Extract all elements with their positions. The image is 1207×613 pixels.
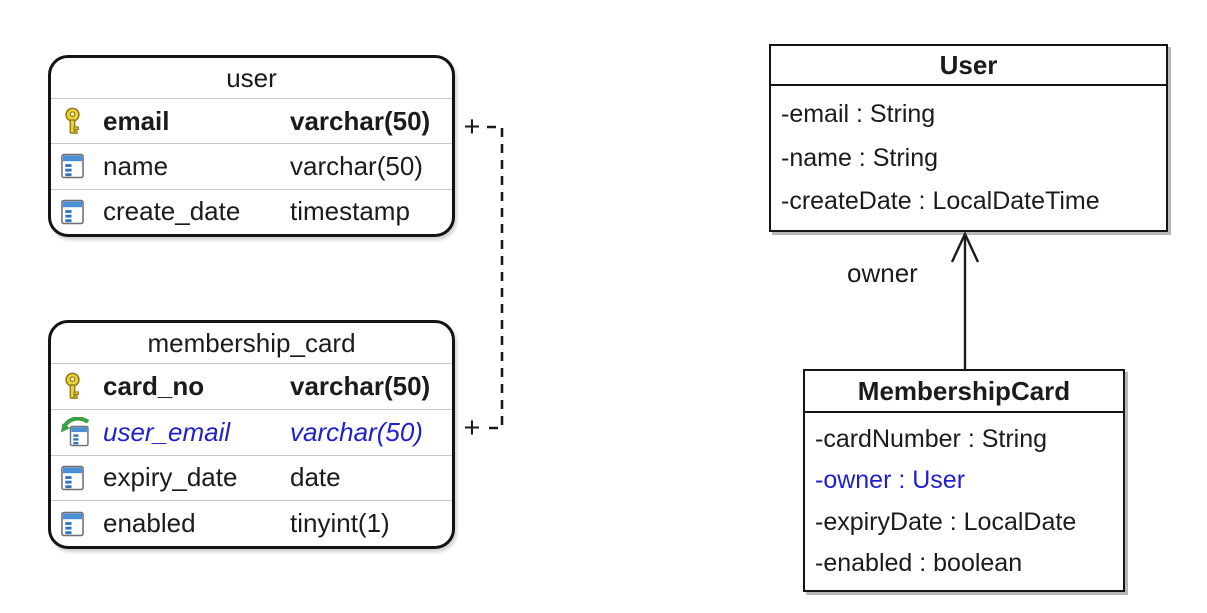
cardinality-marker-top: + — [463, 111, 481, 143]
column-name: enabled — [103, 508, 196, 539]
class-attribute: -enabled : boolean — [815, 548, 1023, 577]
db-table-rows: email varchar(50) name varchar(50) create_da… — [51, 99, 452, 234]
column-name: user_email — [103, 416, 231, 447]
cardinality-marker-bottom: + — [463, 412, 481, 444]
column-type: tinyint(1) — [290, 508, 390, 539]
class-attribute: -name : String — [781, 143, 939, 172]
column-name: expiry_date — [103, 462, 238, 493]
uml-class-title: User — [771, 46, 1166, 86]
uml-class-user[interactable]: User -email : String -name : String -creat… — [769, 44, 1168, 232]
column-icon — [61, 199, 103, 225]
table-column-row: create_date timestamp — [51, 190, 452, 234]
column-icon — [61, 511, 103, 537]
class-attribute: -cardNumber : String — [815, 425, 1048, 454]
uml-class-membership-card[interactable]: MembershipCard -cardNumber : String -owne… — [803, 369, 1125, 592]
primary-key-icon — [61, 107, 103, 136]
db-table-title: user — [51, 58, 452, 99]
table-column-row: email varchar(50) — [51, 99, 452, 145]
primary-key-icon — [61, 372, 103, 401]
column-name: card_no — [103, 370, 205, 401]
uml-class-attributes: -cardNumber : String -owner : User -expiry… — [805, 413, 1123, 590]
class-attribute: -email : String — [781, 100, 936, 129]
table-column-row: expiry_date date — [51, 456, 452, 502]
association-label: owner — [847, 258, 918, 288]
column-name: create_date — [103, 196, 241, 227]
class-attribute: -expiryDate : LocalDate — [815, 507, 1077, 536]
column-icon — [61, 465, 103, 491]
db-table-user[interactable]: user email varchar(50) name varchar(50) crea… — [48, 55, 455, 237]
uml-class-title: MembershipCard — [805, 371, 1123, 413]
column-type: varchar(50) — [290, 416, 423, 447]
column-type: timestamp — [290, 196, 410, 227]
class-attribute: -createDate : LocalDateTime — [781, 186, 1100, 215]
uml-class-attributes: -email : String -name : String -createDate… — [771, 86, 1166, 230]
table-column-row: card_no varchar(50) — [51, 364, 452, 410]
column-type: varchar(50) — [290, 150, 423, 181]
column-name: name — [103, 150, 169, 181]
column-type: varchar(50) — [290, 105, 431, 136]
column-icon — [61, 153, 103, 179]
column-type: date — [290, 462, 341, 493]
db-table-rows: card_no varchar(50) user_email varchar(50) e… — [51, 364, 452, 546]
table-column-row: name varchar(50) — [51, 144, 452, 190]
table-column-row: enabled tinyint(1) — [51, 501, 452, 546]
class-attribute: -owner : User — [815, 466, 966, 495]
foreign-key-icon — [61, 417, 103, 447]
column-type: varchar(50) — [290, 370, 431, 401]
table-column-row: user_email varchar(50) — [51, 410, 452, 456]
db-table-title: membership_card — [51, 323, 452, 364]
column-name: email — [103, 105, 170, 136]
